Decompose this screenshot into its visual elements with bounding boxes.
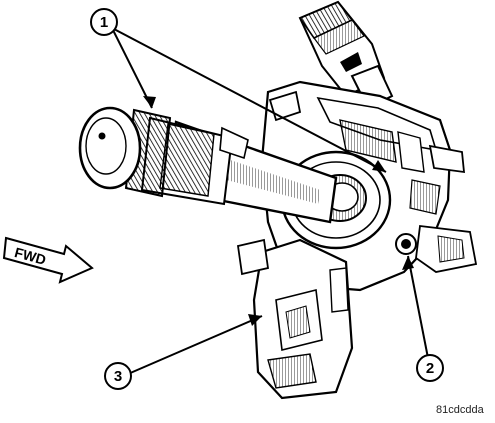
callout-1-arrowhead-a bbox=[143, 96, 156, 108]
callout-2: 2 bbox=[416, 354, 444, 382]
upper-control-stalk bbox=[298, 0, 394, 110]
mounting-screw bbox=[395, 233, 417, 255]
leader-lines bbox=[111, 27, 429, 375]
callout-1-arrowhead-b bbox=[372, 160, 386, 172]
figure-id: 81cdcdda bbox=[436, 404, 484, 416]
lower-switch-body bbox=[236, 238, 354, 400]
callout-3: 3 bbox=[104, 362, 132, 390]
callout-3-arrowhead bbox=[248, 314, 262, 326]
svg-text:2: 2 bbox=[426, 360, 434, 377]
svg-text:3: 3 bbox=[114, 368, 122, 385]
svg-text:1: 1 bbox=[100, 14, 108, 31]
fwd-label: FWD bbox=[13, 244, 48, 268]
multifunction-stalk bbox=[78, 106, 338, 224]
callout-2-arrowhead bbox=[402, 256, 414, 270]
fwd-direction-arrow: FWD bbox=[2, 236, 94, 284]
callout-1: 1 bbox=[90, 8, 118, 36]
